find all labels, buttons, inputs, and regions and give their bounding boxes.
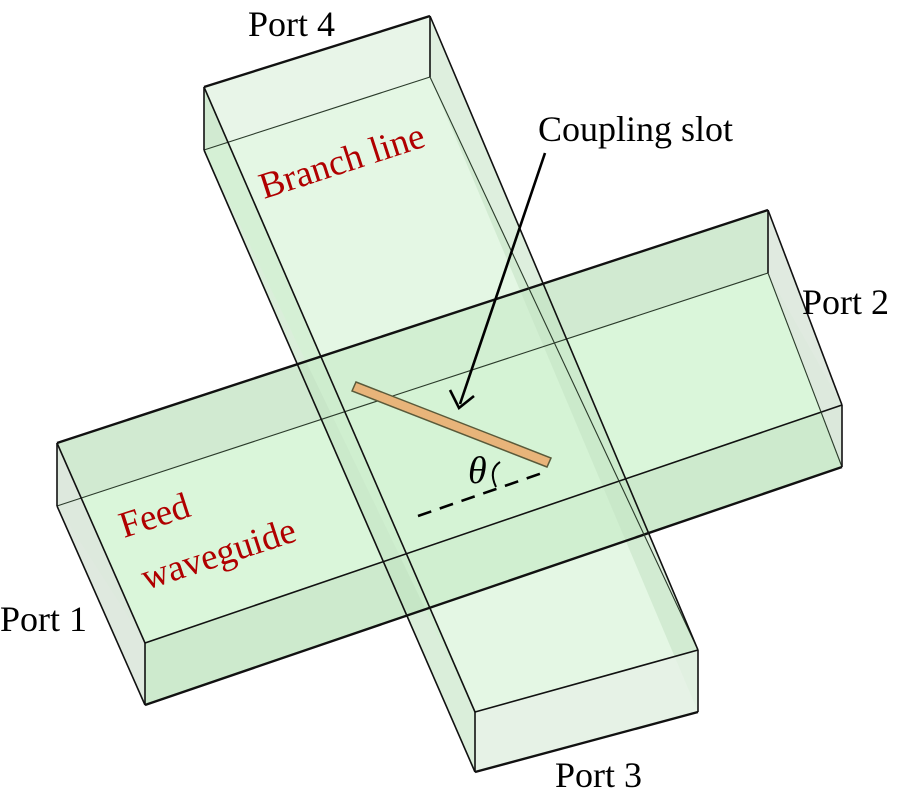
feed-right-end-face [768,210,842,467]
port2-label: Port 2 [802,282,889,322]
port4-label: Port 4 [248,4,335,44]
coupling-slot-label: Coupling slot [538,109,733,149]
coupling-slot-bar [350,381,553,468]
angle-arc [491,461,501,488]
branch-edges [203,14,699,774]
coupling-slot [350,381,553,468]
feed-edges [56,208,843,707]
theta-label: θ [468,450,487,492]
port3-label: Port 3 [555,755,642,795]
coupling-slot-arrow [448,152,547,411]
branch-bottom-end-face [475,650,698,772]
port1-label: Port 1 [0,599,87,639]
branch-back-wall [204,16,430,150]
feed-left-end-face [57,443,145,705]
